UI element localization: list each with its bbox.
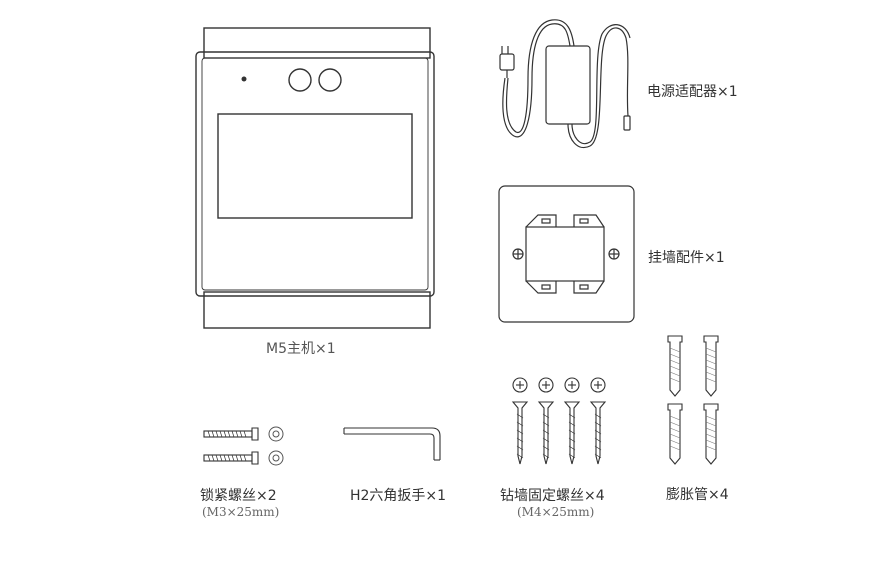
device-icon [195, 27, 435, 329]
lock-screws-illustration [200, 422, 292, 472]
wall-screw-icon [511, 377, 607, 465]
hex-wrench-label: H2六角扳手×1 [350, 488, 447, 504]
power-adapter-icon [499, 19, 631, 149]
drill-screws-spec: (M4×25mm) [517, 505, 595, 519]
wall-mount-illustration [498, 185, 636, 323]
main-unit-label: M5主机×1 [266, 341, 336, 357]
power-adapter-illustration [488, 18, 638, 158]
hex-wrench-illustration [342, 424, 452, 464]
anchors-label: 膨胀管×4 [666, 487, 729, 503]
drill-screws-label: 钻墙固定螺丝×4 [500, 488, 605, 504]
lock-screws-spec: (M3×25mm) [202, 505, 280, 519]
anchor-icon [667, 335, 719, 465]
screw-icon [203, 426, 284, 466]
wall-bracket-icon [498, 185, 635, 323]
anchors-illustration [664, 334, 728, 466]
washer-icon [268, 426, 284, 466]
hex-wrench-icon [343, 427, 441, 461]
wall-mount-label: 挂墙配件×1 [648, 250, 725, 266]
power-adapter-label: 电源适配器×1 [647, 84, 738, 100]
main-unit-illustration [190, 22, 440, 334]
drill-screws-illustration [506, 376, 610, 468]
lock-screws-label: 锁紧螺丝×2 [200, 488, 277, 504]
